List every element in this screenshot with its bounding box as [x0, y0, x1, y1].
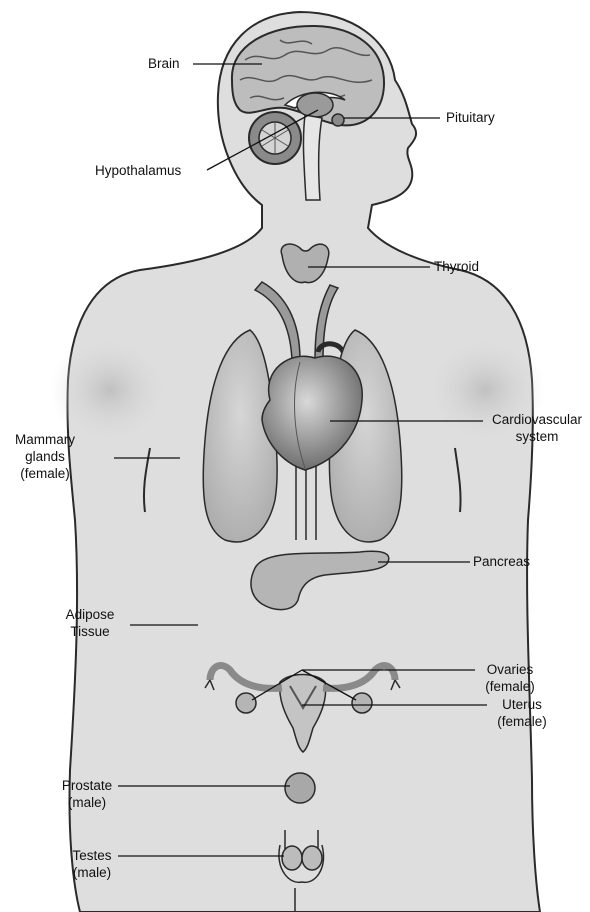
- uterus-label-line1: Uterus: [486, 696, 558, 713]
- mammary-label: Mammary glands (female): [4, 431, 86, 482]
- prostate-label-line1: Prostate: [54, 777, 120, 794]
- ovaries-label-line2: (female): [474, 678, 546, 695]
- prostate-shape: [285, 773, 315, 803]
- pituitary-label: Pituitary: [446, 109, 495, 126]
- brain-label: Brain: [148, 55, 180, 72]
- ovaries-label-line1: Ovaries: [474, 661, 546, 678]
- adipose-label-line2: Tissue: [56, 623, 124, 640]
- left-testis-shape: [282, 846, 302, 870]
- testes-label-line1: Testes: [66, 847, 118, 864]
- uterus-label: Uterus (female): [486, 696, 558, 730]
- mammary-label-line2: glands: [4, 448, 86, 465]
- cardiovascular-label-line1: Cardiovascular: [484, 411, 590, 428]
- cardiovascular-label-line2: system: [484, 428, 590, 445]
- testes-label-line2: (male): [66, 864, 118, 881]
- right-ovary-shape: [352, 693, 372, 713]
- uterus-label-line2: (female): [486, 713, 558, 730]
- prostate-label-line2: (male): [54, 794, 120, 811]
- adipose-label: Adipose Tissue: [56, 606, 124, 640]
- pituitary-shape: [332, 114, 344, 126]
- right-testis-shape: [302, 846, 322, 870]
- thyroid-label: Thyroid: [434, 258, 479, 275]
- left-ovary-shape: [236, 693, 256, 713]
- testes-label: Testes (male): [66, 847, 118, 881]
- pancreas-label: Pancreas: [473, 553, 530, 570]
- prostate-label: Prostate (male): [54, 777, 120, 811]
- cardiovascular-label: Cardiovascular system: [484, 411, 590, 445]
- adipose-label-line1: Adipose: [56, 606, 124, 623]
- mammary-label-line1: Mammary: [4, 431, 86, 448]
- hypothalamus-label: Hypothalamus: [95, 162, 181, 179]
- ovaries-label: Ovaries (female): [474, 661, 546, 695]
- mammary-label-line3: (female): [4, 465, 86, 482]
